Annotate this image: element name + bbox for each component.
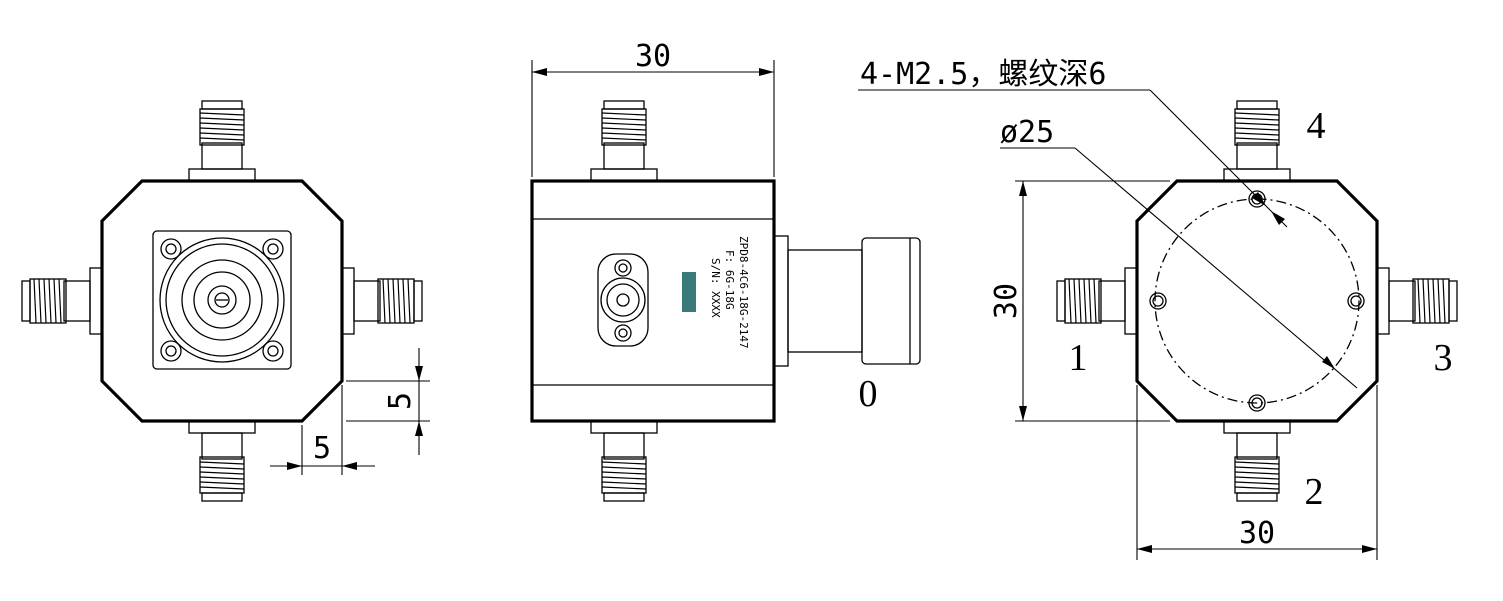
rear-bolt-circle [1154,198,1360,404]
rear-port-3: 3 [1434,337,1453,379]
rear-dim-30-v: 30 [989,283,1024,319]
front-center-connector [159,237,285,363]
rear-dim-height: 30 [989,180,1170,422]
side-port-label: 0 [859,373,878,415]
side-dim-width: 30 [531,39,775,177]
hole-note: 4-M2.5，螺纹深6 [860,57,1106,92]
side-label-line-3: S/N: XXXX [709,258,722,318]
side-connector-bottom [590,420,658,502]
rear-port-4: 4 [1307,105,1326,147]
front-flange [152,230,292,370]
side-dim-30: 30 [635,39,671,74]
rear-port-2: 2 [1305,471,1324,513]
rear-view: 4 1 3 2 4-M2.5，螺纹深6 ø25 30 [858,57,1458,560]
side-connector-top [590,100,658,182]
side-label-line-2: F: 6G-18G [723,250,736,310]
front-dim-vertical: 5 [346,348,430,455]
rear-mounting-holes [1149,190,1365,412]
rear-dim-width: 30 [1136,385,1378,560]
rear-body-outline [1135,179,1379,423]
diameter-callout: ø25 [1000,115,1358,389]
rear-connector-right [1376,267,1458,335]
side-label: ZPD8-4C6-18G-2147 F: 6G-18G S/N: XXXX [682,236,750,349]
hole-callout: 4-M2.5，螺纹深6 [858,57,1288,228]
front-connector-right [341,267,423,335]
front-flange-holes [160,238,284,362]
front-dim-5-v: 5 [383,392,418,410]
diameter-note: ø25 [1000,115,1054,150]
rear-connector-bottom [1223,420,1291,502]
side-output-connector [773,235,921,367]
rear-dim-30-h: 30 [1239,516,1275,551]
rear-connector-left [1056,267,1138,335]
rear-connector-top [1223,100,1291,182]
front-connector-bottom [188,420,256,502]
side-view: 0 ZPD8-4C6-18G-2147 F: 6G-18G S/N: XXXX … [530,39,921,502]
rear-port-1: 1 [1069,337,1088,379]
side-label-line-1: ZPD8-4C6-18G-2147 [737,236,750,349]
front-dim-horizontal: 5 [270,385,375,475]
front-view: 5 5 [21,100,430,502]
front-body-outline [100,179,344,423]
front-connector-top [188,100,256,182]
front-dim-5-h: 5 [313,431,331,466]
side-panel-connector [597,253,649,347]
brand-logo [682,272,696,312]
front-connector-left [21,267,103,335]
